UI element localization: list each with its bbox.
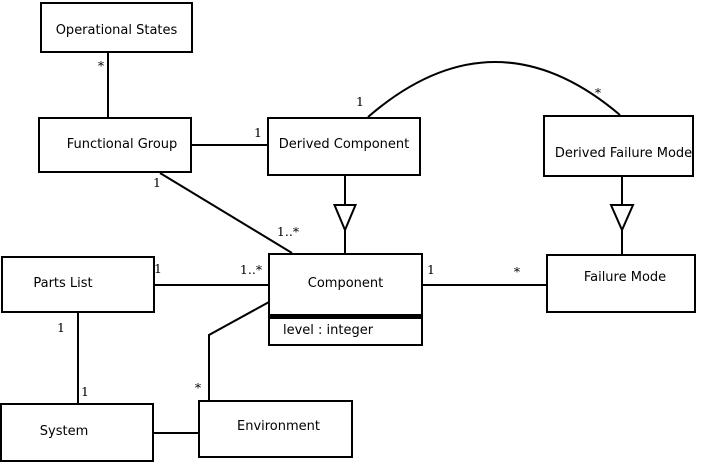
- edge-component-environment: [208, 301, 270, 400]
- class-functional-group[interactable]: Functional Group: [38, 117, 192, 173]
- multiplicity-failuremode-end: *: [513, 263, 521, 279]
- class-system[interactable]: System: [0, 403, 154, 462]
- multiplicity-system-end: 1: [81, 383, 89, 399]
- class-derived-component[interactable]: Derived Component: [267, 117, 421, 176]
- class-name-label: Environment: [236, 418, 320, 434]
- class-name-label: Component: [307, 276, 384, 292]
- class-name-label: Parts List: [33, 276, 93, 292]
- class-name-label: Failure Mode: [583, 270, 667, 286]
- multiplicity-arc-derivedfm-end: *: [594, 84, 602, 100]
- edge-functional-group-component: [159, 172, 293, 254]
- class-derived-failure-mode[interactable]: Derived Failure Mode: [543, 115, 694, 177]
- class-operational-states[interactable]: Operational States: [40, 2, 193, 53]
- multiplicity-funcgroup-end: 1: [153, 174, 161, 190]
- multiplicity-component-end: 1..*: [276, 223, 300, 239]
- multiplicity-opstates-end: *: [97, 57, 105, 73]
- class-parts-list[interactable]: Parts List: [1, 256, 155, 313]
- multiplicity-partslist-end: 1: [154, 260, 162, 276]
- class-name-label: Derived Component: [278, 137, 410, 153]
- multiplicity-environment-end: *: [194, 379, 202, 395]
- compartment-divider: [270, 314, 421, 319]
- multiplicity-derivedcomp-end: 1: [254, 124, 262, 140]
- generalization-triangle-icon: [609, 204, 635, 233]
- class-environment[interactable]: Environment: [198, 400, 353, 458]
- class-name-compartment: Component: [270, 255, 421, 314]
- class-name-label: Derived Failure Mode: [554, 145, 693, 161]
- class-name-label: Functional Group: [66, 136, 178, 152]
- multiplicity-component-fm-end: 1: [427, 261, 435, 277]
- attribute-compartment: level : integer: [270, 319, 421, 344]
- multiplicity-arc-derivedcomp-end: 1: [356, 93, 364, 109]
- class-component[interactable]: Component level : integer: [268, 253, 423, 346]
- class-failure-mode[interactable]: Failure Mode: [546, 254, 696, 313]
- multiplicity-component-pl-end: 1..*: [239, 261, 263, 277]
- edge-derived-component-derived-failure-mode-arc: [367, 61, 621, 118]
- class-name-label: System: [39, 424, 89, 440]
- generalization-triangle-icon: [332, 204, 358, 233]
- class-name-label: Operational States: [55, 23, 178, 39]
- attribute-label: level : integer: [283, 323, 374, 339]
- multiplicity-partslist-sys-end: 1: [57, 319, 65, 335]
